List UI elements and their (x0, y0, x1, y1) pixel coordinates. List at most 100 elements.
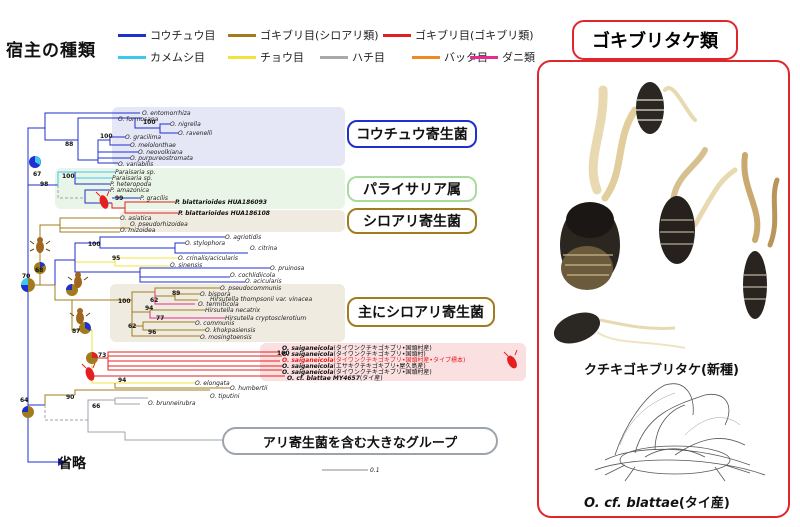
taxon-label: O. variabilis (118, 161, 153, 168)
mainly-termite-parasite-label: 主にシロアリ寄生菌 (347, 297, 495, 327)
taxon-label: O. pseudocommunis (220, 285, 281, 292)
bootstrap-value: 64 (20, 397, 28, 404)
taxon-label: Paraisaria sp. (112, 175, 153, 182)
bootstrap-value: 66 (92, 403, 100, 410)
taxon-label: O. entomorrhiza (142, 110, 191, 117)
termite-icon (67, 272, 89, 288)
taxon-label: O. crinalis/acicularis (178, 255, 238, 262)
taxon-label: O. acicularis (245, 278, 282, 285)
bootstrap-value: 77 (156, 315, 164, 322)
bootstrap-value: 68 (35, 267, 43, 274)
legend-item-cockroach: ゴキブリ目(ゴキブリ類) (383, 27, 534, 43)
bootstrap-value: 89 (172, 290, 180, 297)
bootstrap-value: 94 (145, 305, 153, 312)
bootstrap-value: 100 (143, 119, 156, 126)
ant-group-label: アリ寄生菌を含む大きなグループ (222, 427, 498, 455)
cockroach-icon (81, 362, 96, 381)
bootstrap-value: 94 (118, 377, 126, 384)
caption-species-name: O. cf. blattae (584, 496, 679, 511)
taxon-label: P. blattarioides HUA186108 (178, 210, 270, 217)
taxon-label: O. purpureostromata (130, 155, 193, 162)
termite-parasite-label: シロアリ寄生菌 (347, 208, 477, 234)
termite-clade-bg (120, 210, 345, 232)
bootstrap-value: 87 (72, 328, 80, 335)
taxon-label: O. humbertii (230, 385, 268, 392)
bootstrap-value: 90 (66, 394, 74, 401)
taxon-label: P. gracilis (140, 195, 168, 202)
taxon-label: Hirsutella cryptosclerotium (225, 315, 306, 322)
caption-origin: (タイ産) (678, 496, 730, 511)
taxon-label: O. gracilima (125, 134, 161, 141)
taxon-label: O. pruinosa (270, 265, 305, 272)
taxon-label: P. amazonica (110, 187, 149, 194)
legend-item-hemiptera: カメムシ目 (118, 49, 205, 65)
termite-icon (69, 308, 91, 324)
thai-specimen-caption: O. cf. blattae(タイ産) (584, 492, 730, 511)
taxon-label: Hirsutella thompsonii var. vinacea (210, 296, 313, 303)
taxon-label: O. cochlidiicola (230, 272, 275, 279)
taxon-label: O. saiganeicola(タイワンクチキゴキブリ•国頭村産•タイプ標本) (282, 356, 465, 364)
right-panel (537, 60, 790, 518)
legend-item-mites: ダニ類 (470, 49, 535, 65)
taxon-label: O. citrina (250, 245, 278, 252)
taxon-label: O. melolonthae (130, 142, 176, 149)
thai-specimen-illustration (594, 383, 766, 482)
taxon-label: O. nigrella (170, 121, 201, 128)
taxon-label: O. khokpasiensis (205, 327, 255, 334)
taxon-label: O. brunneirubra (148, 400, 196, 407)
bootstrap-value: 88 (65, 141, 73, 148)
legend-item-coleoptera: コウチュウ目 (118, 27, 216, 43)
taxon-label: O. ravenelli (178, 130, 213, 137)
legend-title: 宿主の種類 (6, 41, 96, 61)
taxon-label: O. stylophora (185, 240, 225, 247)
bootstrap-value: 100 (62, 173, 75, 180)
bootstrap-value: 96 (148, 329, 156, 336)
bootstrap-value: 70 (22, 273, 30, 280)
bootstrap-value: 100 (277, 350, 290, 357)
scale-bar-label: 0.1 (370, 467, 380, 474)
taxon-label: O. cf. blattae MY4657(タイ産) (287, 374, 383, 382)
taxon-label: O. pseudorhizoidea (130, 221, 188, 228)
omitted-arrow-icon (58, 458, 66, 466)
cockroach-icon (95, 190, 110, 209)
taxon-label: O. termiticola (198, 301, 239, 308)
bootstrap-value: 99 (115, 195, 123, 202)
taxon-label: Hirsutella necatrix (205, 307, 260, 314)
coleoptera-clade-bg (112, 107, 345, 166)
taxon-label: O. saiganeicola(エサキクチキゴキブリ•屋久島産) (282, 362, 426, 370)
bootstrap-value: 100 (100, 133, 113, 140)
legend-item-orthoptera: バッタ目 (412, 49, 488, 65)
bootstrap-value: 100 (88, 241, 101, 248)
taxon-label: O. saiganeicola(タイワンクチキゴキブリ•国頭村) (282, 350, 426, 358)
taxon-label: O. elongata (195, 380, 230, 387)
taxon-label: O. neovolkiana (138, 149, 183, 156)
termite-icon (29, 237, 51, 253)
new-species-caption: クチキゴキブリタケ(新種) (584, 363, 739, 378)
bootstrap-value: 62 (150, 297, 158, 304)
legend-item-hymenoptera: ハチ目 (320, 49, 385, 65)
bootstrap-value: 67 (33, 171, 41, 178)
coleoptera-parasite-label: コウチュウ寄生菌 (347, 120, 477, 148)
taxon-label: P. heteropoda (110, 181, 152, 188)
legend-item-termite: ゴキブリ目(シロアリ類) (228, 27, 379, 43)
legend-item-lepidoptera: チョウ目 (228, 49, 304, 65)
taxon-label: O. agriotidis (225, 234, 261, 241)
mainly-termite-clade-bg (110, 284, 345, 342)
bootstrap-value: 73 (98, 352, 106, 359)
taxon-label: O. tiputini (210, 393, 240, 400)
taxon-label: O. mizoidea (120, 227, 156, 234)
right-panel-title: ゴキブリタケ類 (572, 20, 738, 60)
taxon-label: O. communis (195, 320, 234, 327)
cockroach-fungus-illustration (553, 82, 780, 349)
bootstrap-value: 95 (112, 255, 120, 262)
paraisaria-label: パライサリア属 (347, 176, 477, 202)
cockroach-clade-bg (260, 343, 526, 381)
taxon-label: O. saiganeicola(タイワンクチキゴキブリ•国頭村産) (282, 368, 432, 376)
bootstrap-value: 62 (128, 323, 136, 330)
taxon-label: O. asiatica (120, 215, 152, 222)
taxon-label: O. formosana (118, 116, 159, 123)
omitted-label: 省略 (58, 456, 86, 472)
taxon-label: P. blattarioides HUA186093 (175, 199, 267, 206)
